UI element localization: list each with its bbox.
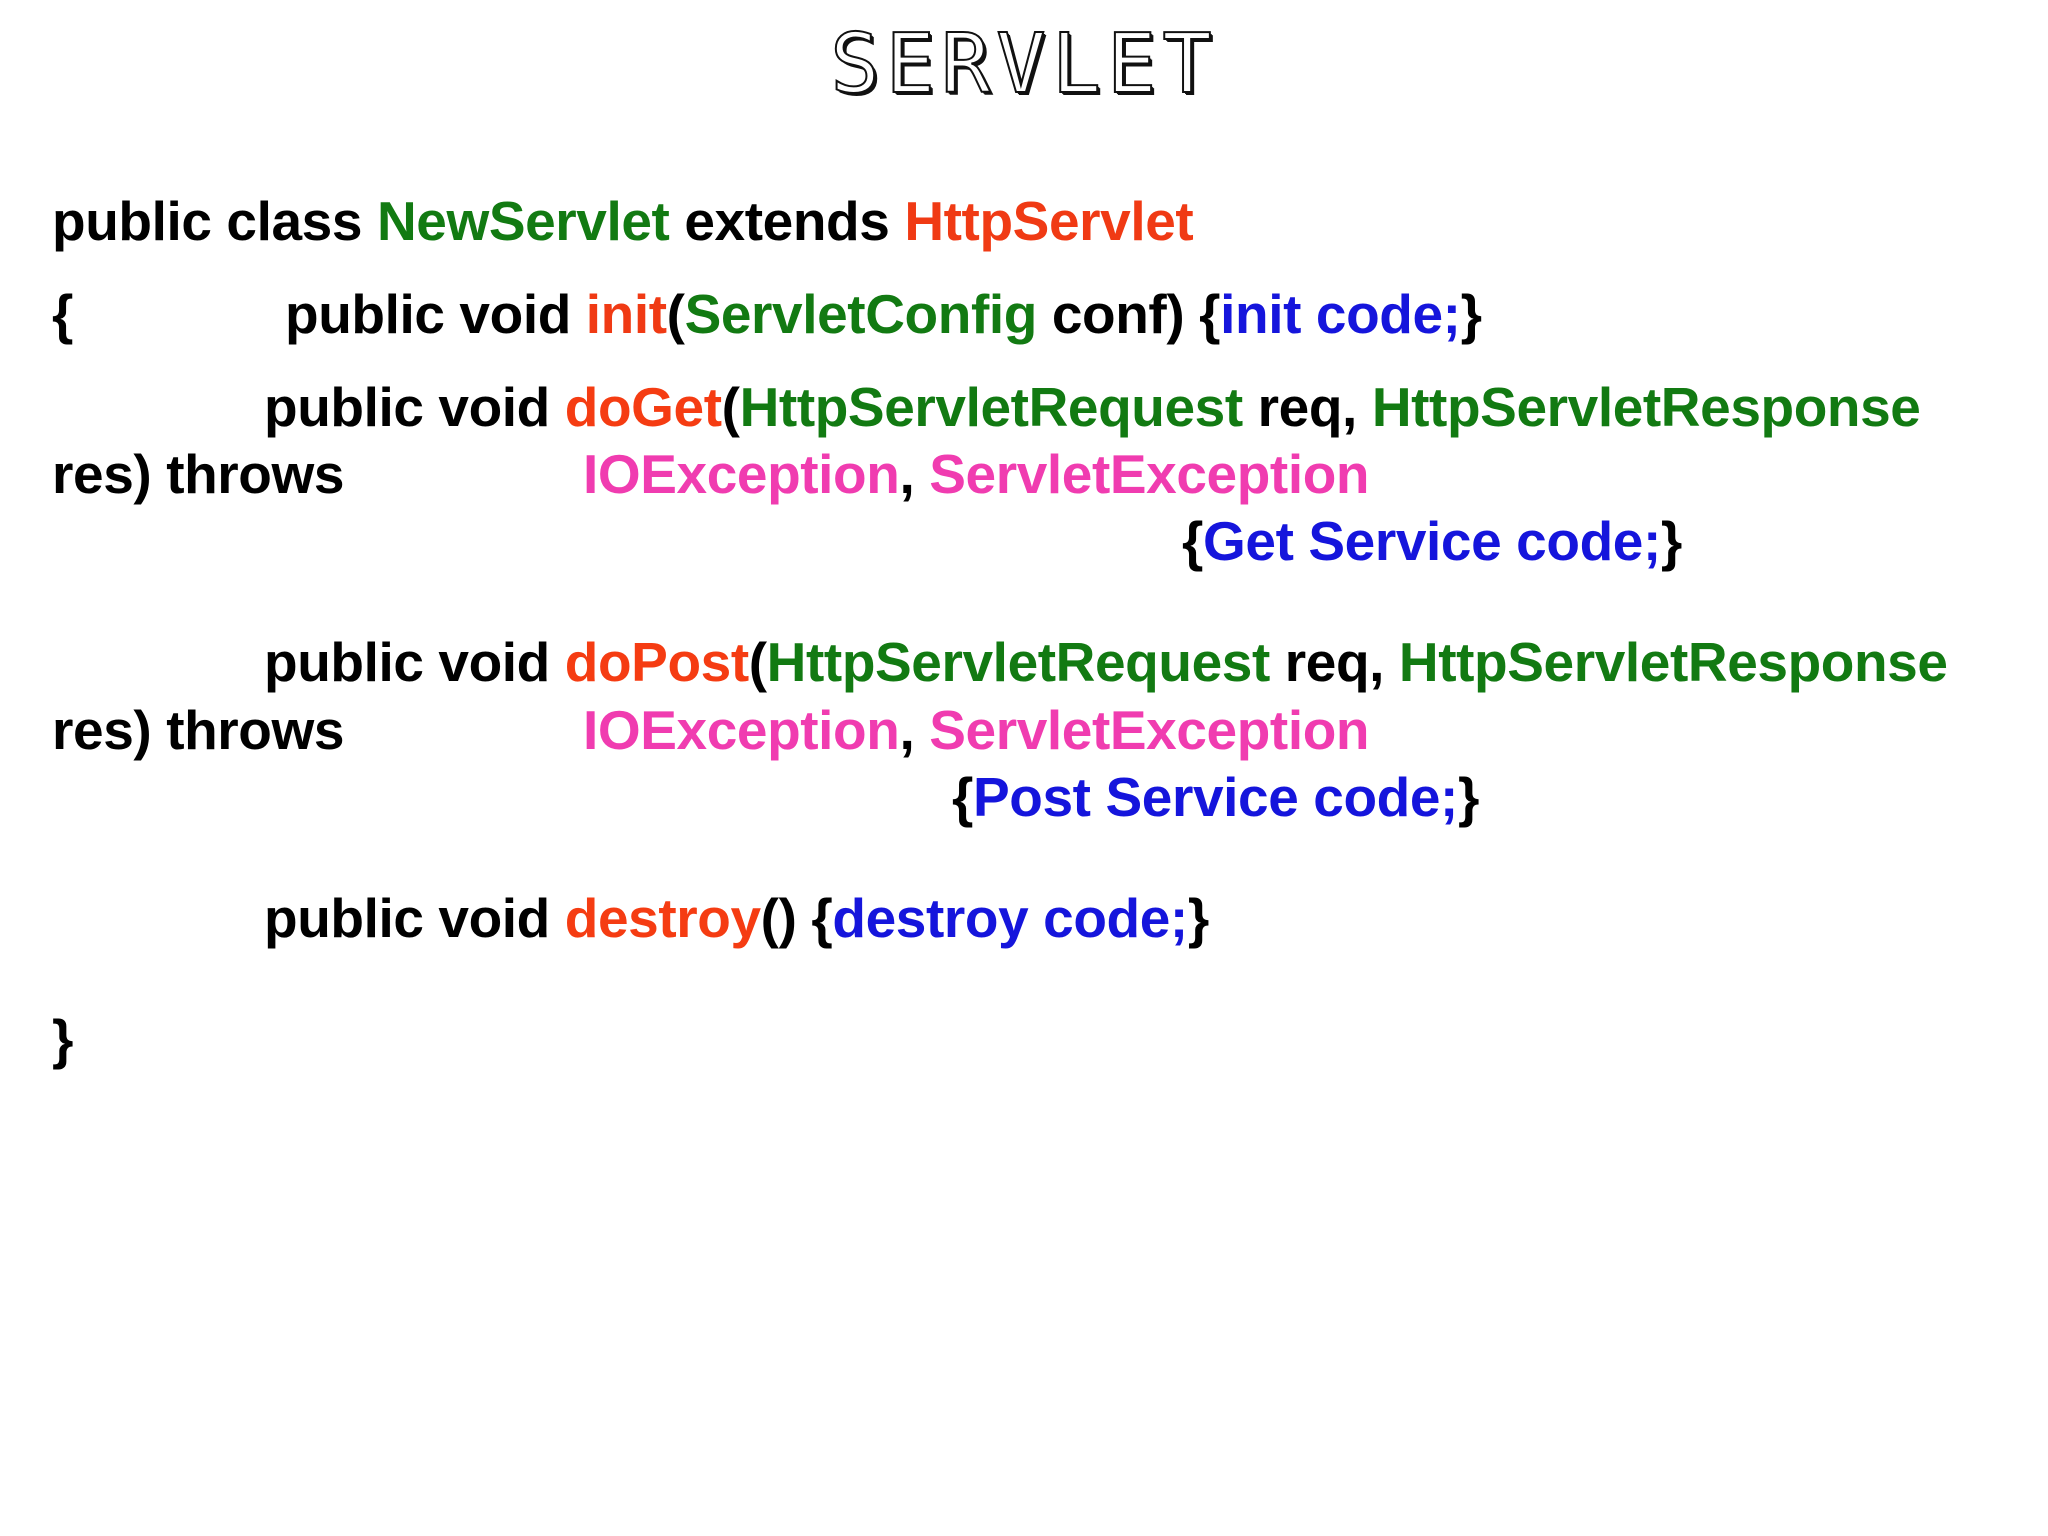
- destroy-body-close-brace: }: [1187, 886, 1209, 949]
- destroy-parens: (): [760, 886, 812, 949]
- param-name-req-post: req,: [1269, 631, 1399, 694]
- method-name-init: init: [585, 283, 667, 346]
- method-name-destroy: destroy: [564, 886, 761, 949]
- param-type-servletconfig: ServletConfig: [684, 283, 1038, 346]
- dopost-body-open-brace: {: [952, 765, 974, 828]
- code-block: public class NewServlet extends HttpServ…: [52, 188, 1972, 1099]
- class-close-brace: }: [52, 1007, 74, 1070]
- dopost-close-paren: ): [133, 698, 167, 761]
- doget-close-paren: ): [133, 443, 167, 506]
- keyword-throws-post: throws: [166, 698, 359, 761]
- superclass-httpservlet: HttpServlet: [904, 190, 1194, 252]
- dopost-body-close-brace: }: [1457, 765, 1479, 828]
- doget-body-open-brace: {: [1182, 510, 1204, 573]
- class-name-newservlet: NewServlet: [376, 190, 670, 252]
- modifier-public-void-dopost: public void: [264, 631, 565, 694]
- modifier-public-void-init: public void: [285, 283, 586, 346]
- modifier-public-void-destroy: public void: [264, 886, 565, 949]
- code-line-class-declaration: public class NewServlet extends HttpServ…: [52, 188, 1972, 255]
- param-name-res-get: res: [52, 376, 1936, 506]
- destroy-body-open-brace: {: [811, 886, 833, 949]
- exception-comma-post: ,: [899, 698, 930, 761]
- param-type-httpservletresponse-post: HttpServletResponse: [1398, 631, 1948, 694]
- doget-body-close-brace: }: [1660, 510, 1682, 573]
- destroy-body-text: destroy code;: [832, 886, 1188, 949]
- param-type-httpservletrequest-get: HttpServletRequest: [739, 376, 1244, 439]
- param-name-conf: conf: [1036, 283, 1167, 346]
- code-line-doget-method: public void doGet(HttpServletRequest req…: [52, 374, 1972, 575]
- keyword-public-class: public class: [52, 190, 377, 252]
- exception-servletexception-post: ServletException: [929, 698, 1370, 761]
- exception-servletexception-get: ServletException: [929, 443, 1370, 506]
- page-title: SERVLET: [829, 17, 1218, 112]
- doget-body-text: Get Service code;: [1203, 510, 1661, 573]
- code-line-class-close: }: [52, 1006, 1972, 1073]
- param-type-httpservletresponse-get: HttpServletResponse: [1371, 376, 1921, 439]
- exception-ioexception-get: IOException: [582, 443, 900, 506]
- exception-ioexception-post: IOException: [582, 698, 900, 761]
- param-name-req-get: req,: [1242, 376, 1372, 439]
- modifier-public-void-doget: public void: [264, 376, 565, 439]
- param-type-httpservletrequest-post: HttpServletRequest: [766, 631, 1271, 694]
- code-line-dopost-method: public void doPost(HttpServletRequest re…: [52, 629, 1972, 830]
- method-name-dopost: doPost: [564, 631, 749, 694]
- dopost-open-paren: (: [748, 631, 767, 694]
- title-container: SERVLET: [0, 17, 2048, 112]
- init-body-text: init code;: [1220, 283, 1461, 346]
- param-name-res-post: res: [52, 631, 1963, 761]
- code-line-init-method: {public void init(ServletConfig conf) {i…: [52, 281, 1972, 348]
- init-body-open-brace: {: [1199, 283, 1221, 346]
- init-open-paren: (: [666, 283, 685, 346]
- init-body-close-brace: }: [1460, 283, 1482, 346]
- exception-comma-get: ,: [899, 443, 930, 506]
- doget-open-paren: (: [721, 376, 740, 439]
- dopost-body-text: Post Service code;: [973, 765, 1458, 828]
- class-open-brace: {: [52, 283, 74, 346]
- method-name-doget: doGet: [564, 376, 722, 439]
- keyword-throws-get: throws: [166, 443, 359, 506]
- code-line-destroy-method: public void destroy() {destroy code;}: [52, 885, 1972, 952]
- init-close-paren: ): [1166, 283, 1200, 346]
- keyword-extends: extends: [669, 190, 905, 252]
